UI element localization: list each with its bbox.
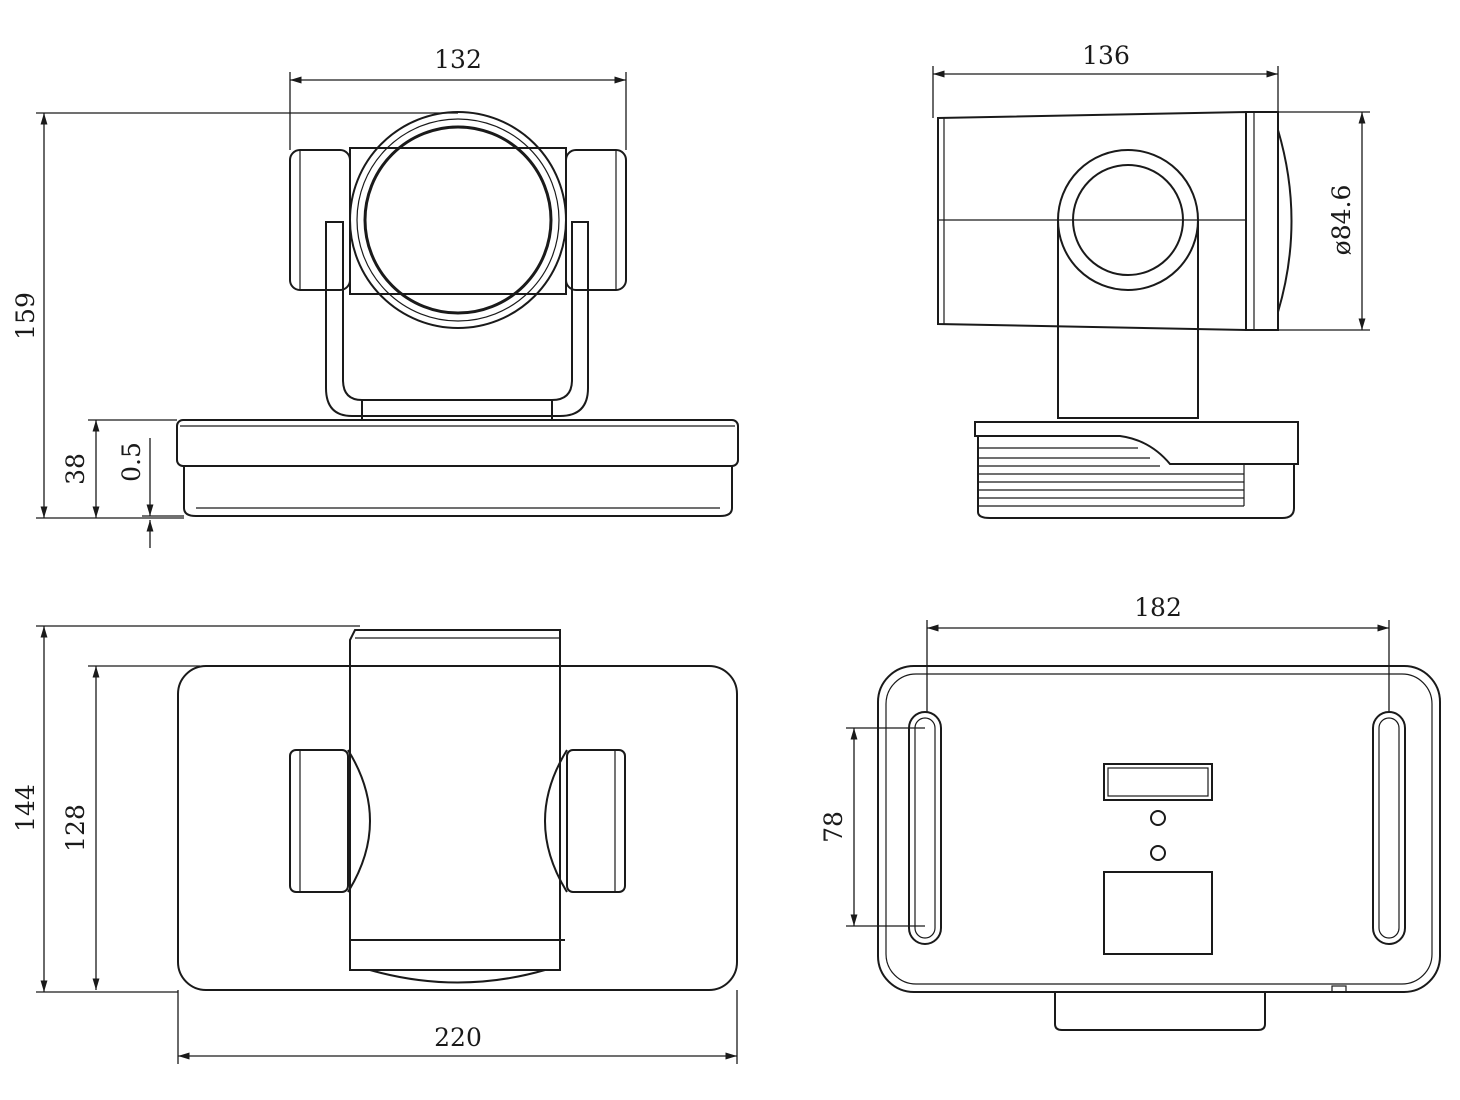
lens-diameter-dimension: ø84.6 <box>1278 111 1370 331</box>
top-view <box>177 629 738 991</box>
side-depth-label: 136 <box>1082 41 1130 70</box>
top-width-dimension: 220 <box>177 990 738 1064</box>
front-width-dimension: 132 <box>289 45 627 150</box>
bottom-hole-spacing-dimension: 182 <box>926 593 1390 712</box>
top-height-outer-label: 144 <box>11 784 40 832</box>
front-width-label: 132 <box>434 45 482 74</box>
base-height-dimension: 38 <box>61 419 177 518</box>
base-gap-dimension: 0.5 <box>117 438 184 548</box>
bottom-view <box>877 665 1441 1031</box>
base-gap-label: 0.5 <box>117 442 146 482</box>
top-height-inner-dimension: 128 <box>61 665 200 990</box>
top-width-label: 220 <box>434 1023 482 1052</box>
base-height-label: 38 <box>61 453 90 485</box>
lens-diameter-label: ø84.6 <box>1327 185 1356 256</box>
top-height-outer-dimension: 144 <box>11 625 360 993</box>
front-height-dimension: 159 <box>11 112 458 519</box>
top-height-inner-label: 128 <box>61 804 90 852</box>
front-view <box>176 111 739 517</box>
bottom-slot-length-label: 78 <box>819 811 848 843</box>
side-depth-dimension: 136 <box>932 41 1279 118</box>
bottom-slot-length-dimension: 78 <box>819 727 925 927</box>
front-height-label: 159 <box>11 292 40 340</box>
bottom-hole-spacing-label: 182 <box>1134 593 1182 622</box>
side-view <box>937 110 1299 519</box>
